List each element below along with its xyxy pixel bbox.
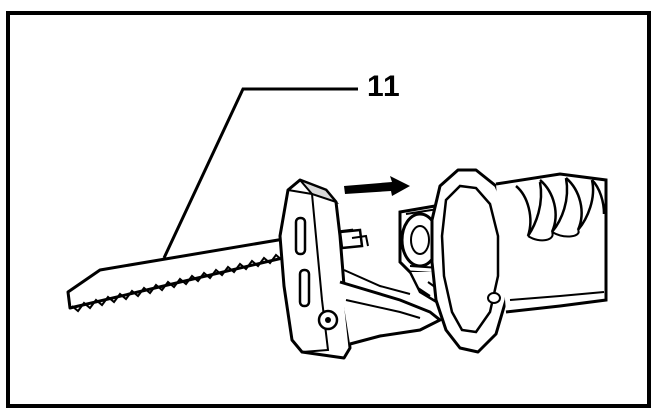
saw-shoe [278, 178, 352, 360]
saw-housing-collar [430, 168, 514, 354]
saw-body-arm [339, 269, 443, 346]
saw-motor-housing [495, 172, 608, 314]
insertion-direction-arrow [344, 176, 410, 196]
callout-number-label: 11 [367, 70, 401, 103]
figure-frame [6, 11, 651, 408]
callout-leader-line [162, 87, 358, 259]
